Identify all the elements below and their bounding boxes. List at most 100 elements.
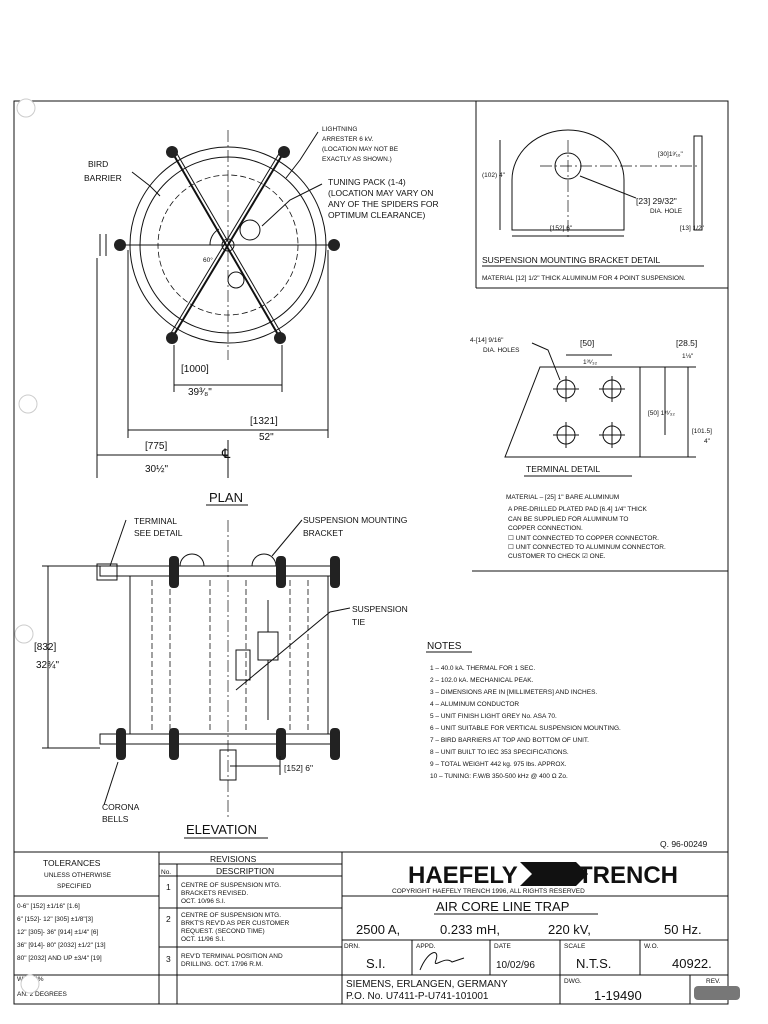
plan-tuning-label: ANY OF THE SPIDERS FOR	[328, 199, 439, 209]
terminal-holes: DIA. HOLES	[483, 347, 520, 354]
note-item: 3 – DIMENSIONS ARE IN [MILLIMETERS] AND …	[430, 689, 597, 696]
tolerance-row: AN. 2 DEGREES	[17, 991, 68, 998]
material-line: MATERIAL – [25] 1" BARE ALUMINUM	[506, 494, 619, 501]
note-item: 6 – UNIT SUITABLE FOR VERTICAL SUSPENSIO…	[430, 725, 621, 732]
drn-label: DRN.	[344, 943, 360, 950]
terminal-detail: 4-[14] 9/16" DIA. HOLES [50] 1³¹⁄₃₂ [28.…	[470, 337, 712, 477]
dim-1000: 39³⁄₈"	[188, 387, 212, 398]
revision-desc: CENTRE OF SUSPENSION MTG.	[181, 912, 281, 919]
dim-152: [152] 6"	[284, 763, 313, 773]
plan-view: BIRD BARRIER LIGHTNING ARRESTER 6 kV. (L…	[84, 126, 439, 506]
note-item: 2 – 102.0 kA. MECHANICAL PEAK.	[430, 677, 534, 684]
note-item: 8 – UNIT BUILT TO IEC 353 SPECIFICATIONS…	[430, 749, 569, 756]
terminal-dim-50v: [50] 1³¹⁄₃₂	[648, 410, 675, 417]
plan-arrester-label: LIGHTNING	[322, 126, 357, 133]
revision-desc: OCT. 11/96 S.I.	[181, 936, 225, 943]
title-block: TOLERANCES UNLESS OTHERWISE SPECIFIED 0-…	[14, 851, 740, 1004]
elev-tie-label: SUSPENSION	[352, 604, 408, 614]
approval-signature	[419, 952, 465, 971]
dim-1321: 52"	[259, 432, 274, 443]
elev-bracket-label: BRACKET	[303, 528, 343, 538]
bracket-detail: (102) 4" [152] 6" [13] 1/2" [23] 29/32" …	[475, 101, 728, 289]
dim-1321: [1321]	[250, 416, 278, 427]
drawing-scale: N.T.S.	[576, 956, 611, 971]
material-line: ☐ UNIT CONNECTED TO ALUMINUM CONNECTOR.	[508, 543, 666, 551]
note-item: 9 – TOTAL WEIGHT 442 kg. 975 lbs. APPROX…	[430, 761, 567, 768]
tolerance-row: 0-6" [152] ±1/16" [1.6]	[17, 903, 80, 910]
plan-arrester-label: EXACTLY AS SHOWN.)	[322, 156, 392, 163]
rating-frequency: 50 Hz.	[664, 922, 702, 937]
material-note: MATERIAL – [25] 1" BARE ALUMINUM A PRE-D…	[472, 494, 728, 572]
brand-haefely: HAEFELY	[408, 862, 518, 889]
rating-voltage: 220 kV,	[548, 922, 591, 937]
plan-tuning-label: OPTIMUM CLEARANCE)	[328, 210, 425, 220]
binder-hole	[14, 624, 34, 644]
terminal-title: TERMINAL DETAIL	[526, 464, 600, 474]
tolerance-row: 80" [2032] AND UP ±3/4" [19]	[17, 955, 102, 962]
centerline-symbol: ℄	[221, 446, 231, 461]
terminal-dim-1015: [101.5]	[692, 428, 712, 435]
elev-tie-label: TIE	[352, 617, 366, 627]
revision-desc: OCT. 10/96 S.I.	[181, 898, 226, 905]
elev-terminal-label: SEE DETAIL	[134, 528, 183, 538]
elevation-view: TERMINAL SEE DETAIL SUSPENSION MOUNTING …	[34, 515, 408, 839]
dim-1000: [1000]	[181, 364, 209, 375]
sheet-border	[13, 100, 729, 1005]
revision-number: 1	[166, 882, 171, 892]
note-item: 7 – BIRD BARRIERS AT TOP AND BOTTOM OF U…	[430, 737, 589, 744]
dim-832: [832]	[34, 642, 56, 653]
bracket-dim-hole: [23] 29/32"	[636, 196, 677, 206]
note-item: 5 – UNIT FINISH LIGHT GREY No. ASA 70.	[430, 713, 557, 720]
drawing-number: 1-19490	[594, 988, 642, 1003]
material-line: CUSTOMER TO CHECK ☑ ONE.	[508, 552, 606, 560]
note-item: 10 – TUNING: F.W/B 350-500 kHz @ 400 Ω Z…	[430, 773, 568, 780]
rating-inductance: 0.233 mH,	[440, 922, 500, 937]
tolerance-row: 6" [152]- 12" [305] ±1/8"[3]	[17, 916, 93, 923]
binder-hole	[16, 98, 36, 118]
date-label: DATE	[494, 943, 512, 950]
tuning-pack	[257, 631, 279, 661]
bracket-dim-t: [13] 1/2"	[680, 225, 705, 232]
terminal-dim-50: [50]	[580, 338, 594, 348]
bracket-title: SUSPENSION MOUNTING BRACKET DETAIL	[482, 255, 660, 265]
product-title: AIR CORE LINE TRAP	[436, 899, 569, 914]
elev-bracket-label: SUSPENSION MOUNTING	[303, 515, 407, 525]
bracket-dim-top: [30]1³⁄₁₆"	[658, 151, 684, 158]
brand-trench: TRENCH	[578, 862, 678, 889]
dwg-label: DWG.	[564, 978, 582, 985]
elev-corona-label: BELLS	[102, 814, 129, 824]
plan-arrester-label: ARRESTER 6 kV.	[322, 136, 374, 143]
revision-desc: REQUEST. (SECOND TIME)	[181, 928, 265, 935]
wo-label: W.O.	[644, 943, 659, 950]
material-line: A PRE-DRILLED PLATED PAD [6.4] 1/4" THIC…	[508, 506, 648, 513]
tolerance-row: 36" [914]- 80" [2032] ±1/2" [13]	[17, 942, 106, 949]
scale-label: SCALE	[564, 943, 586, 950]
bracket-dim-h: (102) 4"	[482, 172, 506, 179]
tolerances-header: TOLERANCES	[43, 858, 101, 868]
revision-number: 2	[166, 914, 171, 924]
rev-stamp	[694, 986, 740, 1000]
dim-775: 30½"	[145, 464, 168, 475]
binder-hole	[18, 394, 38, 414]
plan-bird-label: BIRD	[88, 159, 108, 169]
revision-number: 3	[166, 954, 171, 964]
customer-name: SIEMENS, ERLANGEN, GERMANY	[346, 979, 508, 990]
plan-arrester-label: (LOCATION MAY NOT BE	[322, 146, 399, 153]
plan-title: PLAN	[209, 490, 243, 505]
quote-number: Q. 96-00249	[660, 839, 708, 849]
revision-desc: CENTRE OF SUSPENSION MTG.	[181, 882, 281, 889]
work-order: 40922.	[672, 956, 712, 971]
tolerances-header: SPECIFIED	[57, 883, 92, 890]
terminal-dim-285: [28.5]	[676, 338, 697, 348]
plan-bird-label: BARRIER	[84, 173, 122, 183]
drawing-date: 10/02/96	[496, 960, 535, 971]
lightning-arrester	[227, 271, 245, 289]
terminal-dim-285: 1⅛"	[682, 353, 694, 360]
dim-775: [775]	[145, 441, 167, 452]
tolerance-row: 12" [305]- 36" [914] ±1/4" [6]	[17, 929, 99, 936]
notes-block: NOTES 1 – 40.0 kA. THERMAL FOR 1 SEC. 2 …	[426, 641, 621, 780]
elevation-title: ELEVATION	[186, 822, 257, 837]
bracket-dim-hole: DIA. HOLE	[650, 208, 683, 215]
terminal-holes: 4-[14] 9/16"	[470, 337, 504, 344]
